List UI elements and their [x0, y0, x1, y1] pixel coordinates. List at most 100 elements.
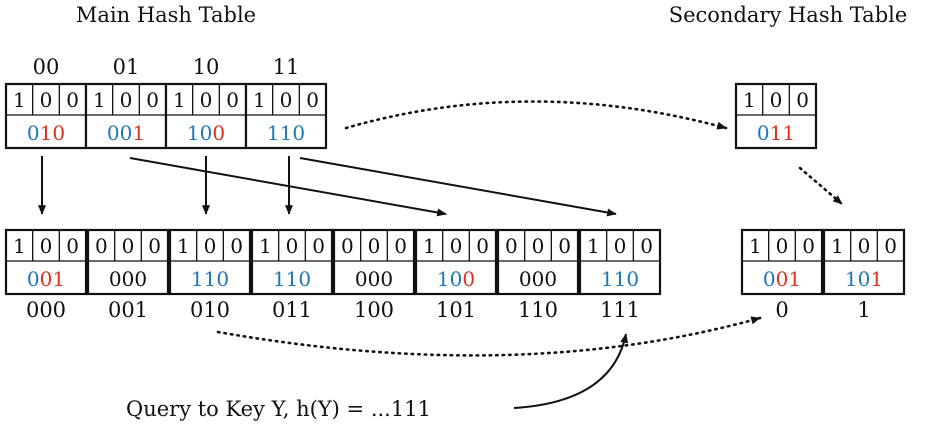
bucket-frame: [332, 228, 416, 296]
bit-cell: 0: [95, 234, 108, 258]
bucket-label: 101: [436, 298, 476, 322]
bit-cell: 1: [831, 234, 844, 258]
bit-cell: 1: [13, 234, 26, 258]
hash-code-segment: 0: [757, 121, 770, 145]
dotted-arrow-secondary-down: [798, 166, 844, 206]
bit-cell: 0: [450, 234, 463, 258]
hash-code: 000: [355, 267, 393, 291]
bit-cell: 0: [770, 88, 783, 112]
bucket-frame: [578, 228, 662, 296]
bucket-label: 010: [190, 298, 230, 322]
bit-cell: 1: [173, 88, 186, 112]
bit-cell: 0: [122, 234, 135, 258]
hash-code-segment: 01: [40, 267, 65, 291]
bit-cell: 1: [423, 234, 436, 258]
bit-cell: 0: [640, 234, 653, 258]
hash-code-segment: 00: [107, 121, 132, 145]
bit-cell: 0: [505, 234, 518, 258]
hash-code-segment: 110: [601, 267, 639, 291]
hash-code-segment: 0: [27, 267, 40, 291]
bit-cell: 0: [312, 234, 325, 258]
hash-code: 101: [845, 267, 883, 291]
hash-code-segment: 10: [437, 267, 462, 291]
bit-cell: 0: [776, 234, 789, 258]
query-arrow: [513, 333, 629, 409]
main-bucket-label: 10: [193, 55, 220, 79]
bit-cell: 0: [280, 88, 293, 112]
hash-code-segment: 000: [109, 267, 147, 291]
hash-code: 011: [757, 121, 795, 145]
bit-cell: 0: [286, 234, 299, 258]
bit-cell: 0: [368, 234, 381, 258]
bit-cell: 0: [306, 88, 319, 112]
pointer-arrow-11-far: [299, 157, 617, 217]
hash-code: 110: [601, 267, 639, 291]
bit-cell: 0: [230, 234, 243, 258]
bit-cell: 0: [802, 234, 815, 258]
bucket-frame: [86, 228, 170, 296]
hash-code: 110: [273, 267, 311, 291]
bit-cell: 0: [614, 234, 627, 258]
bit-cell: 1: [749, 234, 762, 258]
bucket-label: 000: [26, 298, 66, 322]
hash-code-segment: 0: [462, 267, 475, 291]
bucket-label: 111: [600, 298, 640, 322]
hash-code-segment: 110: [267, 121, 305, 145]
hash-code-segment: 0: [212, 121, 225, 145]
bucket-label: 011: [272, 298, 312, 322]
main-bucket-label: 01: [113, 55, 140, 79]
bucket-frame: [740, 228, 824, 296]
bit-cell: 1: [93, 88, 106, 112]
hash-code: 001: [27, 267, 65, 291]
bit-cell: 1: [177, 234, 190, 258]
hash-code-segment: 01: [776, 267, 801, 291]
bit-cell: 0: [858, 234, 871, 258]
bit-cell: 0: [204, 234, 217, 258]
bit-cell: 1: [253, 88, 266, 112]
bucket-frame: [4, 228, 88, 296]
dotted-arrow-to-secondary: [344, 100, 728, 130]
hash-code: 000: [109, 267, 147, 291]
secondary-bucket-label: 0: [775, 298, 788, 322]
bit-cell: 0: [532, 234, 545, 258]
main-bucket-label: 11: [273, 55, 300, 79]
hash-code: 100: [187, 121, 225, 145]
pointer-arrow-01: [129, 157, 447, 217]
bit-cell: 0: [200, 88, 213, 112]
bucket-frame: [4, 82, 88, 150]
bit-cell: 0: [148, 234, 161, 258]
hash-code-segment: 110: [273, 267, 311, 291]
query-label: Query to Key Y, h(Y) = ...111: [126, 397, 431, 421]
bucket-frame: [734, 82, 818, 150]
bit-cell: 0: [226, 88, 239, 112]
hash-code-segment: 0: [27, 121, 40, 145]
bit-cell: 0: [558, 234, 571, 258]
hash-code-segment: 10: [40, 121, 65, 145]
hash-code: 100: [437, 267, 475, 291]
hash-code-segment: 11: [770, 121, 795, 145]
hash-code-segment: 000: [519, 267, 557, 291]
hash-code-segment: 1: [132, 121, 145, 145]
bucket-label: 001: [108, 298, 148, 322]
hash-code: 110: [267, 121, 305, 145]
hash-code: 010: [27, 121, 65, 145]
hash-code: 000: [519, 267, 557, 291]
bit-cell: 0: [884, 234, 897, 258]
bit-cell: 0: [476, 234, 489, 258]
bit-cell: 0: [341, 234, 354, 258]
bit-cell: 1: [743, 88, 756, 112]
dotted-arrow-to-secondary-bucket: [216, 316, 762, 357]
